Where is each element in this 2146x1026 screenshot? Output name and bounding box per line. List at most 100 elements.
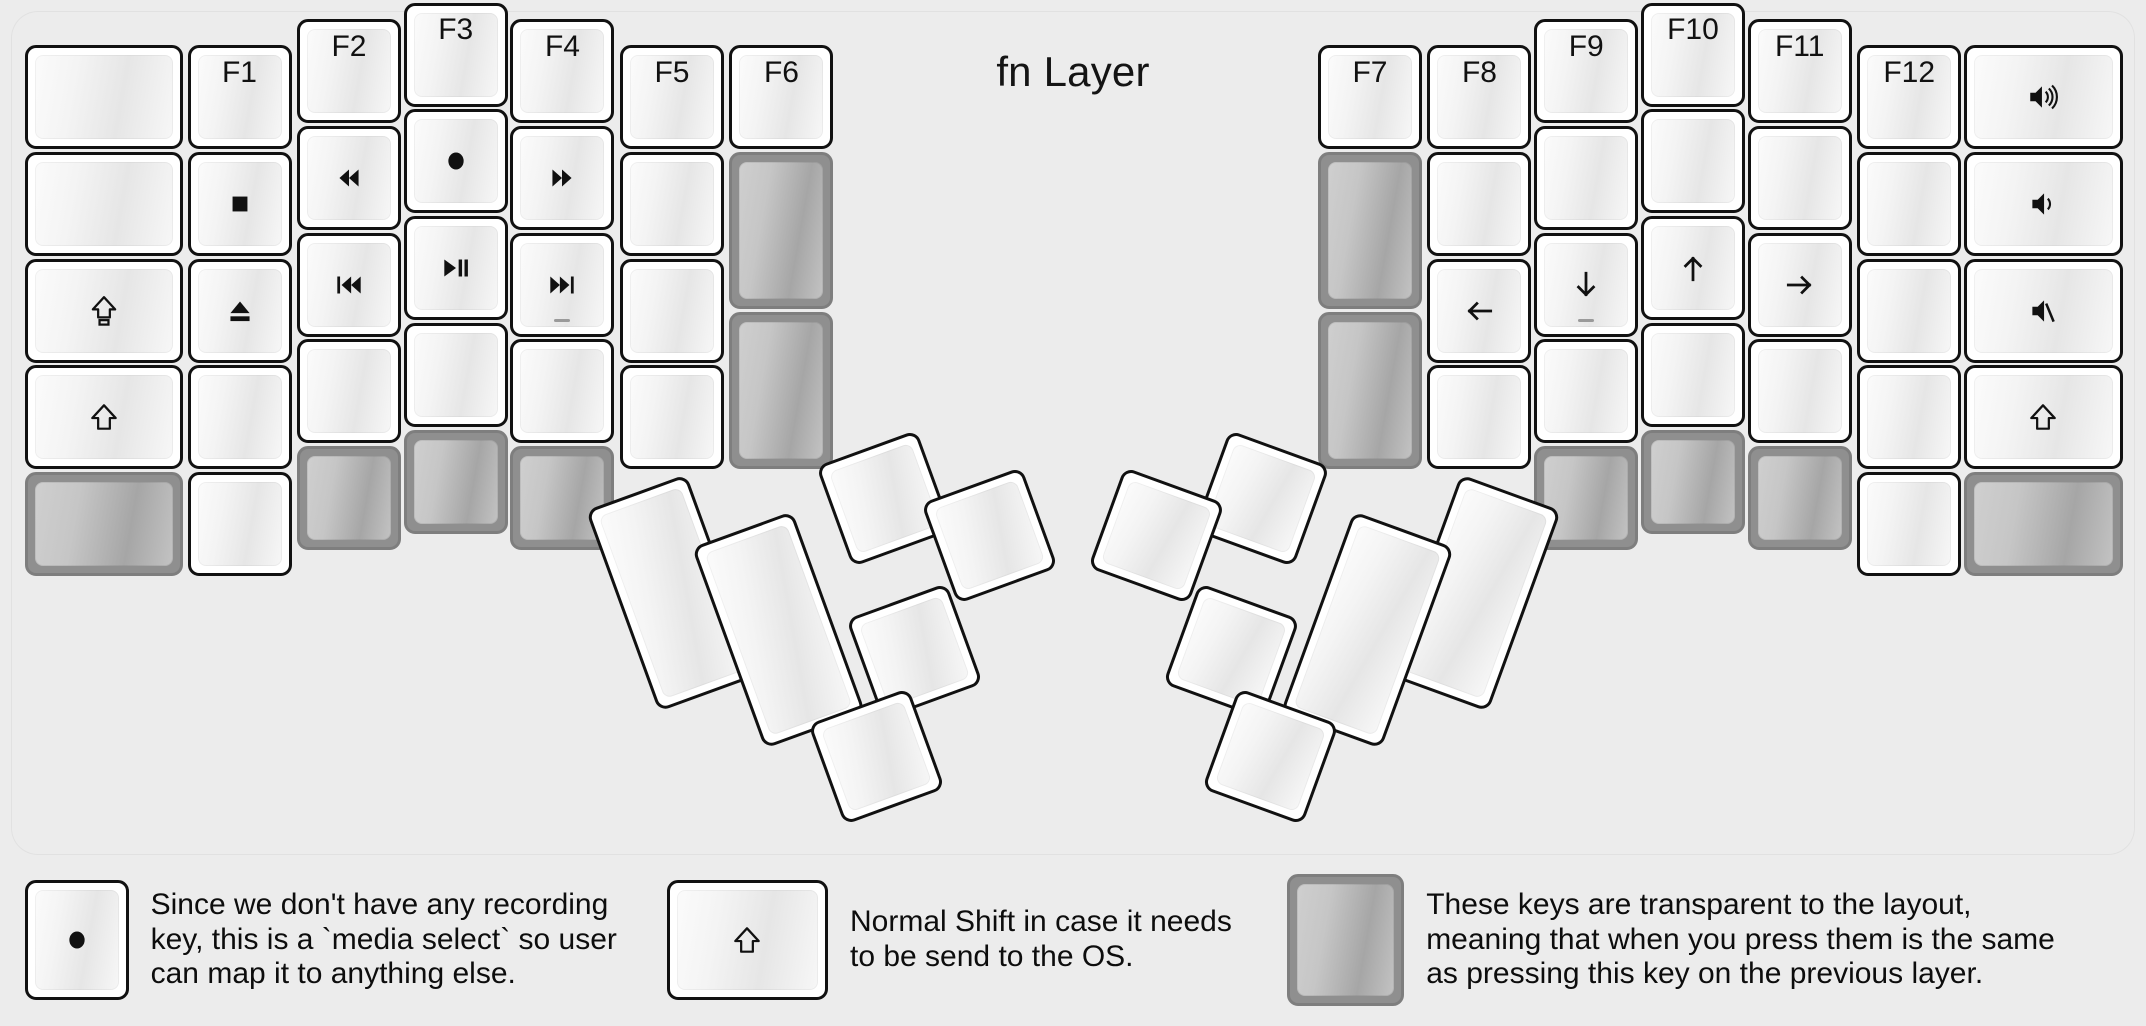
key-left-col-outer-left-r2-caps-lock-shift[interactable] bbox=[24, 258, 184, 363]
key-left-col-outer-left-r1[interactable] bbox=[24, 151, 184, 256]
arrow-down-icon bbox=[1544, 243, 1628, 327]
key-legend: F9 bbox=[1568, 29, 1604, 63]
media-record-icon bbox=[414, 119, 498, 203]
key-right-col-inner-1-r0-f8[interactable]: F8 bbox=[1427, 45, 1532, 150]
key-legend: F5 bbox=[654, 55, 690, 89]
homing-bar bbox=[554, 318, 571, 322]
key-left-col-index-r0-f4[interactable]: F4 bbox=[510, 19, 615, 124]
key-left-col-index-r3[interactable] bbox=[510, 339, 615, 444]
key-legend: F7 bbox=[1352, 55, 1388, 89]
arrow-left-icon bbox=[1437, 269, 1521, 353]
media-fast-forward-icon bbox=[520, 136, 604, 220]
key-right-col-outer-right-r0-volume-up[interactable] bbox=[1963, 45, 2123, 150]
key-right-col-outer-right-r1-volume-down[interactable] bbox=[1963, 151, 2123, 256]
arrow-right-icon bbox=[1758, 243, 1842, 327]
key-left-col-pinky-r2-media-eject[interactable] bbox=[187, 258, 292, 363]
caps-lock-shift-icon bbox=[35, 269, 174, 353]
key-right-col-ring-r0-f11[interactable]: F11 bbox=[1747, 19, 1852, 124]
key-right-col-inner-2-r1-transparent[interactable] bbox=[1317, 151, 1422, 310]
key-left-col-pinky-r3[interactable] bbox=[187, 365, 292, 470]
key-legend: F6 bbox=[763, 55, 799, 89]
legend-strip: Since we don't have any recording key, t… bbox=[0, 862, 2146, 1026]
key-left-col-pinky-r1-media-stop[interactable] bbox=[187, 151, 292, 256]
key-left-col-inner-2-r0-f6[interactable]: F6 bbox=[729, 45, 834, 150]
key-legend bbox=[1214, 701, 1325, 812]
key-right-col-middle-r2-arrow-up[interactable] bbox=[1640, 216, 1745, 321]
homing-bar bbox=[1578, 318, 1595, 322]
page-title: fn Layer bbox=[996, 48, 1150, 95]
key-legend: F1 bbox=[221, 55, 257, 89]
key-left-col-outer-left-r0[interactable] bbox=[24, 45, 184, 150]
key-right-col-ring-r2-arrow-right[interactable] bbox=[1747, 232, 1852, 337]
key-left-col-outer-left-r4-transparent[interactable] bbox=[24, 472, 184, 577]
key-legend: F10 bbox=[1667, 13, 1719, 47]
key-right-col-index-r1[interactable] bbox=[1534, 125, 1639, 230]
empty-glyph bbox=[1297, 884, 1395, 995]
key-right-col-pinky-r3[interactable] bbox=[1857, 365, 1962, 470]
key-right-col-outer-right-r3-shift[interactable] bbox=[1963, 365, 2123, 470]
key-left-col-outer-left-r3-shift[interactable] bbox=[24, 365, 184, 470]
key-right-col-inner-1-r1[interactable] bbox=[1427, 151, 1532, 256]
volume-down-icon bbox=[1974, 162, 2113, 246]
media-previous-icon bbox=[307, 243, 391, 327]
key-left-col-middle-r4-transparent[interactable] bbox=[403, 429, 508, 534]
key-legend bbox=[859, 596, 970, 707]
key-left-col-middle-r0-f3[interactable]: F3 bbox=[403, 2, 508, 107]
key-right-col-middle-r1[interactable] bbox=[1640, 109, 1745, 214]
key-right-col-middle-r3[interactable] bbox=[1640, 322, 1745, 427]
key-right-col-pinky-r1[interactable] bbox=[1857, 151, 1962, 256]
legend-media-select-sample-key bbox=[24, 879, 129, 1001]
key-left-col-pinky-r0-f1[interactable]: F1 bbox=[187, 45, 292, 150]
key-legend bbox=[1101, 480, 1212, 591]
key-left-col-pinky-r4[interactable] bbox=[187, 472, 292, 577]
key-left-col-middle-r2-media-play-pause[interactable] bbox=[403, 216, 508, 321]
key-right-col-ring-r1[interactable] bbox=[1747, 125, 1852, 230]
key-legend bbox=[829, 443, 940, 554]
key-left-col-inner-1-r3[interactable] bbox=[619, 365, 724, 470]
key-left-col-inner-1-r1[interactable] bbox=[619, 151, 724, 256]
key-right-col-inner-1-r2-arrow-left[interactable] bbox=[1427, 258, 1532, 363]
media-eject-icon bbox=[198, 269, 282, 353]
shift-icon bbox=[1974, 375, 2113, 459]
key-right-col-ring-r3[interactable] bbox=[1747, 339, 1852, 444]
key-left-col-inner-2-r1-transparent[interactable] bbox=[729, 151, 834, 310]
key-left-col-ring-r4-transparent[interactable] bbox=[296, 446, 401, 551]
key-left-col-index-r2-media-next[interactable] bbox=[510, 232, 615, 337]
key-left-col-ring-r3[interactable] bbox=[296, 339, 401, 444]
key-right-col-middle-r4-transparent[interactable] bbox=[1640, 429, 1745, 534]
key-right-col-index-r0-f9[interactable]: F9 bbox=[1534, 19, 1639, 124]
key-legend: F11 bbox=[1774, 29, 1825, 63]
key-right-col-inner-2-r0-f7[interactable]: F7 bbox=[1317, 45, 1422, 150]
key-right-col-outer-right-r2-volume-mute[interactable] bbox=[1963, 258, 2123, 363]
key-right-col-pinky-r4[interactable] bbox=[1857, 472, 1962, 577]
key-left-col-middle-r3[interactable] bbox=[403, 322, 508, 427]
arrow-up-icon bbox=[1651, 226, 1735, 310]
key-left-col-inner-1-r2[interactable] bbox=[619, 258, 724, 363]
legend-media-select-text: Since we don't have any recording key, t… bbox=[150, 887, 617, 991]
legend-normal-shift-text: Normal Shift in case it needs to be send… bbox=[850, 905, 1232, 973]
key-right-col-outer-right-r4-transparent[interactable] bbox=[1963, 472, 2123, 577]
key-right-col-pinky-r2[interactable] bbox=[1857, 258, 1962, 363]
key-left-col-ring-r0-f2[interactable]: F2 bbox=[296, 19, 401, 124]
key-right-col-index-r2-arrow-down[interactable] bbox=[1534, 232, 1639, 337]
media-next-icon bbox=[520, 243, 604, 327]
legend-normal-shift-sample-key bbox=[666, 879, 828, 1001]
key-left-col-inner-2-r2-transparent[interactable] bbox=[729, 312, 834, 470]
shift-icon bbox=[35, 375, 174, 459]
key-right-col-index-r3[interactable] bbox=[1534, 339, 1639, 444]
key-right-col-inner-2-r2-transparent[interactable] bbox=[1317, 312, 1422, 470]
key-right-col-inner-1-r3[interactable] bbox=[1427, 365, 1532, 470]
key-right-col-middle-r0-f10[interactable]: F10 bbox=[1640, 2, 1745, 107]
media-rewind-icon bbox=[307, 136, 391, 220]
key-legend: F12 bbox=[1883, 55, 1936, 89]
key-right-col-ring-r4-transparent[interactable] bbox=[1747, 446, 1852, 551]
key-left-col-inner-1-r0-f5[interactable]: F5 bbox=[619, 45, 724, 150]
key-legend: F4 bbox=[544, 29, 580, 63]
key-right-col-pinky-r0-f12[interactable]: F12 bbox=[1857, 45, 1962, 150]
key-left-col-ring-r2-media-previous[interactable] bbox=[296, 232, 401, 337]
key-left-col-ring-r1-media-rewind[interactable] bbox=[296, 125, 401, 230]
key-left-col-index-r1-media-fast-forward[interactable] bbox=[510, 125, 615, 230]
key-legend bbox=[934, 480, 1045, 591]
legend-media-select: Since we don't have any recording key, t… bbox=[24, 870, 617, 1010]
key-left-col-middle-r1-media-record[interactable] bbox=[403, 109, 508, 214]
